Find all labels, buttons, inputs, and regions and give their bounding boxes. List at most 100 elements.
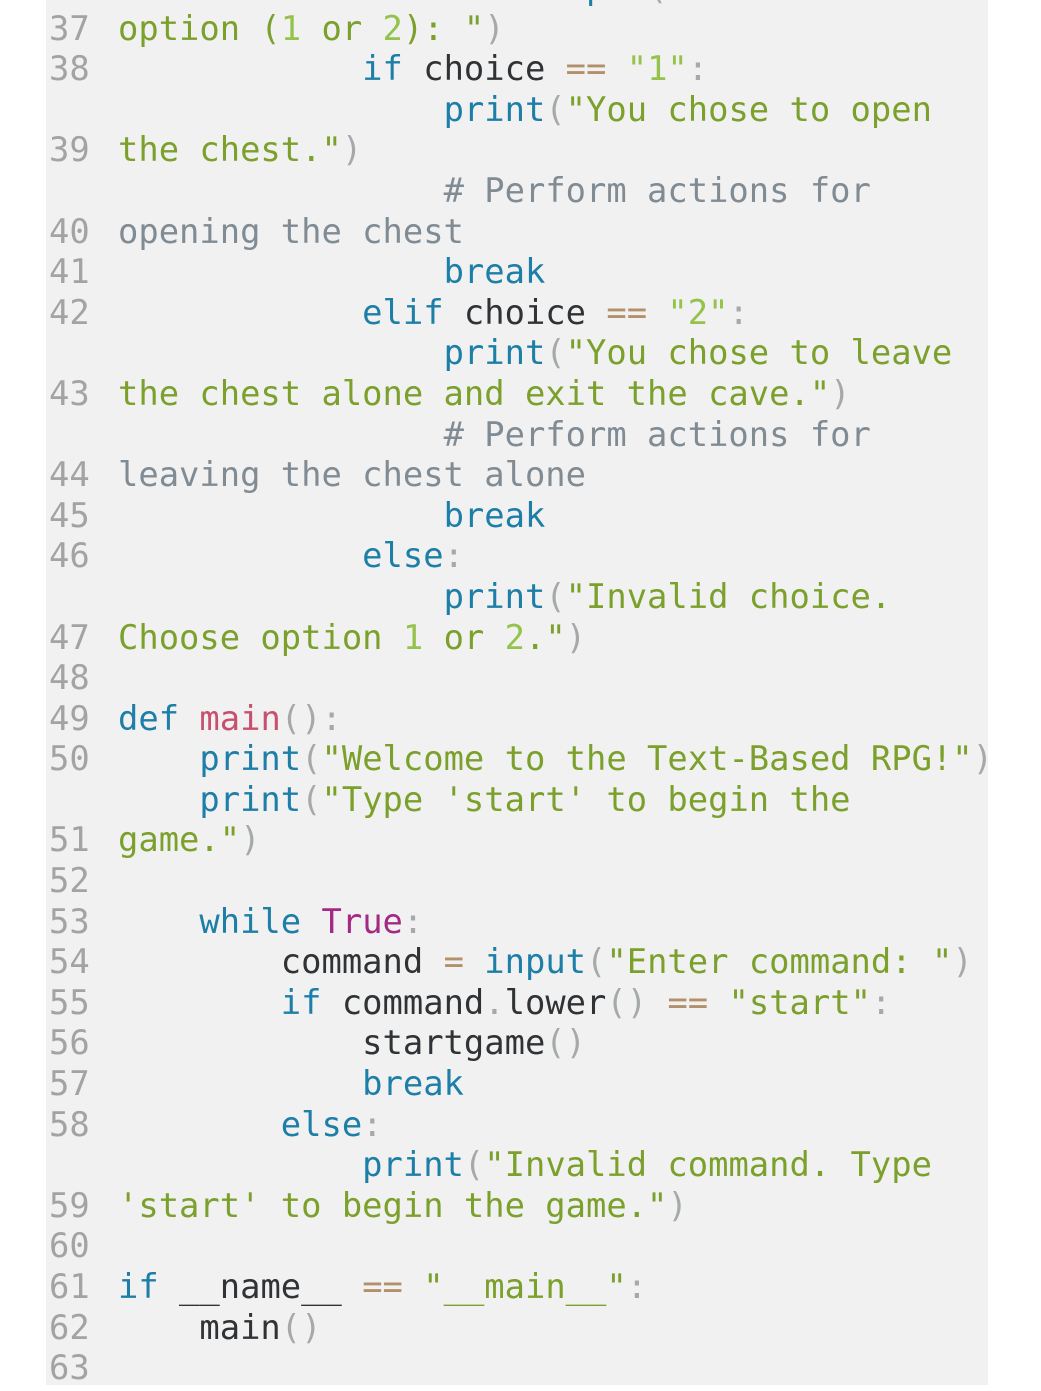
code-line: # Perform actions for (46, 415, 988, 456)
code-editor[interactable]: choice = input("Choose an37option (1 or … (46, 0, 988, 1385)
code-token-pun: ) (667, 1185, 688, 1225)
code-text: if __name__ == "__main__": (118, 1267, 647, 1308)
line-number (46, 90, 118, 131)
line-number: 51 (49, 820, 90, 860)
code-token-pln (118, 577, 444, 616)
line-number: 43 (49, 373, 90, 413)
code-token-pun: ( (647, 0, 667, 7)
code-token-str: "__main__" (423, 1267, 627, 1306)
code-token-pun: : (626, 1267, 648, 1306)
line-number: 46 (49, 536, 90, 576)
code-token-kw: elif (362, 292, 444, 332)
code-token-pln: command (118, 942, 444, 982)
code-token-pun: : (687, 49, 709, 89)
code-token-pun: ( (301, 779, 322, 819)
code-text: print("You chose to leave (118, 333, 953, 374)
code-token-str: option ( (118, 8, 281, 48)
code-token-pun: ) (484, 8, 505, 48)
code-line: 53 while True: (46, 902, 988, 943)
line-number: 37 (49, 8, 90, 48)
line-number: 38 (49, 49, 90, 89)
code-token-kw: def (118, 698, 180, 738)
line-number (46, 415, 118, 456)
code-text: startgame() (118, 1023, 586, 1064)
code-token-pln (118, 293, 362, 332)
code-line: 59'start' to begin the game.") (46, 1186, 988, 1227)
code-token-str: ." (524, 617, 566, 657)
code-text: command = input("Enter command: ") (118, 942, 973, 983)
code-token-str: or (301, 8, 383, 48)
code-token-pln: main (118, 1307, 281, 1347)
line-number: 52 (49, 861, 90, 901)
line-number: 44 (49, 455, 90, 495)
code-token-pln: choice (443, 292, 607, 332)
code-line: print("Invalid choice. (46, 577, 988, 618)
code-token-pln (606, 49, 626, 88)
code-token-kw: if (362, 49, 403, 89)
code-text: game.") (118, 820, 260, 861)
code-text: print("Welcome to the Text-Based RPG!") (118, 739, 988, 780)
code-line: 42 elif choice == "2": (46, 293, 988, 334)
code-token-num: 2 (504, 617, 525, 657)
code-token-pln (179, 699, 199, 738)
line-number: 60 (49, 1226, 90, 1266)
code-token-pln: __name__ (158, 1267, 363, 1306)
code-token-pln: choice (118, 0, 505, 7)
code-token-pln (647, 293, 667, 332)
code-line: print("Invalid command. Type (46, 1145, 988, 1186)
code-token-op: == (565, 49, 607, 89)
code-text: print("You chose to open (118, 90, 932, 131)
code-text: Choose option 1 or 2.") (118, 618, 586, 659)
code-text: leaving the chest alone (118, 455, 586, 496)
code-token-pln (525, 0, 545, 7)
code-text: if command.lower() == "start": (118, 982, 892, 1024)
code-line: print("You chose to leave (46, 333, 988, 374)
code-token-str: the chest." (118, 130, 342, 170)
line-number: 55 (49, 982, 90, 1022)
code-token-kw: print (199, 739, 302, 779)
line-number: 56 (49, 1023, 90, 1063)
code-token-pun: : (443, 536, 464, 576)
code-token-pun: ( (586, 942, 607, 982)
code-token-pln (118, 171, 444, 210)
code-token-num: 1 (280, 8, 302, 48)
code-token-str: 'start' to begin the game." (118, 1185, 668, 1225)
code-token-pln: choice (402, 49, 566, 89)
code-token-num: 1 (402, 617, 424, 657)
code-token-cmt: opening the chest (118, 211, 464, 251)
code-token-kw: input (545, 0, 647, 7)
code-token-kw: while (199, 901, 302, 941)
code-token-str: "You chose to open (565, 89, 932, 129)
code-line: 63 (46, 1348, 988, 1385)
code-token-pun: ( (545, 89, 566, 129)
code-text: the chest alone and exit the cave.") (118, 374, 851, 415)
code-token-pun: ) (240, 820, 261, 860)
code-line: 38 if choice == "1": (46, 49, 988, 90)
code-token-pun: ) (341, 130, 363, 170)
code-token-pun: ) (973, 739, 988, 778)
code-text: print("Invalid choice. (118, 576, 892, 618)
code-token-str: "start" (728, 982, 871, 1022)
code-line: 62 main() (46, 1308, 988, 1349)
code-token-pln (118, 496, 444, 535)
code-text: 'start' to begin the game.") (118, 1186, 688, 1227)
code-token-kw: else (362, 536, 444, 576)
code-token-str: "Invalid command. Type (484, 1145, 932, 1185)
code-token-str: "You chose to leave (565, 333, 953, 373)
code-text: option (1 or 2): ") (118, 9, 505, 50)
line-number: 57 (49, 1064, 90, 1104)
code-token-cmt: leaving the chest alone (118, 455, 586, 495)
code-token-pun: ( (545, 333, 566, 373)
code-token-str: the chest alone and exit the cave." (118, 373, 831, 413)
code-token-pun: . (484, 982, 505, 1022)
code-token-num: 2 (382, 8, 403, 48)
code-token-pln (118, 252, 444, 291)
code-token-str: game." (118, 820, 241, 860)
code-token-kw: if (118, 1267, 159, 1306)
code-token-pun: ( (545, 576, 566, 616)
code-token-str: ): " (402, 8, 485, 48)
code-token-str: Choose option (118, 617, 403, 657)
code-content: choice = input("Choose an37option (1 or … (46, 0, 988, 1385)
code-text: if choice == "1": (118, 49, 708, 90)
code-token-num: "1" (626, 49, 688, 89)
